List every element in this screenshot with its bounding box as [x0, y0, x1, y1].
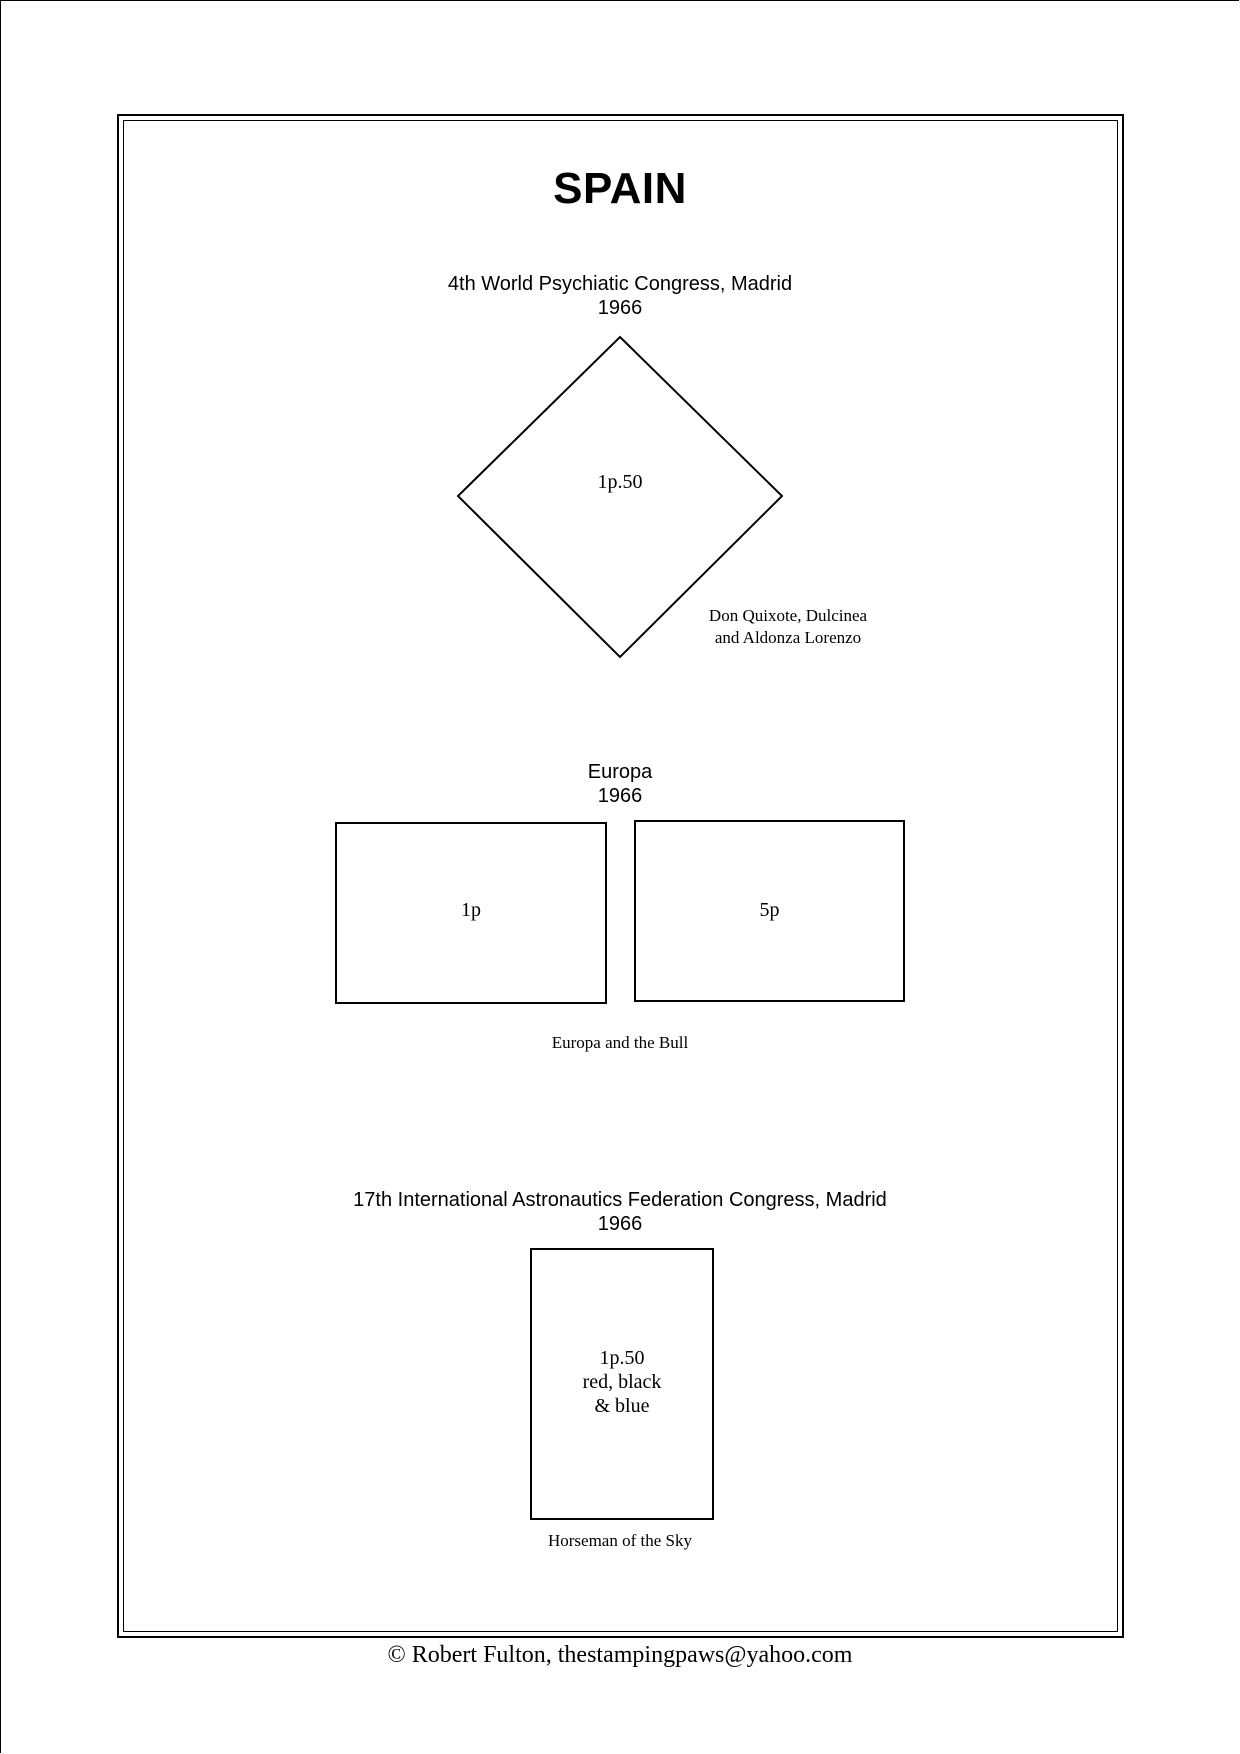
- copyright-footer: © Robert Fulton, thestampingpaws@yahoo.c…: [387, 1642, 853, 1668]
- set-1-caption-line-2: and Aldonza Lorenzo: [714, 628, 862, 647]
- set-1-caption: Don Quixote, Dulcinea and Aldonza Lorenz…: [658, 605, 918, 649]
- stamp-box-1p: 1p: [335, 822, 607, 1004]
- album-frame-outer: [117, 114, 1124, 1638]
- set-3-title: 17th International Astronautics Federati…: [353, 1189, 887, 1211]
- set-3-year: 1966: [597, 1213, 643, 1235]
- country-title: SPAIN: [553, 164, 687, 213]
- set-3-caption: Horseman of the Sky: [547, 1531, 692, 1550]
- stamp-text-block: 1p.50 red, black & blue: [532, 1346, 712, 1418]
- set-2-caption: Europa and the Bull: [551, 1033, 689, 1052]
- stamp-value-1p50-vertical: 1p.50: [599, 1347, 645, 1369]
- stamp-value-1p50-diamond: 1p.50: [597, 471, 643, 493]
- set-2-title: Europa: [587, 761, 653, 783]
- stamp-box-1p50-vertical: 1p.50 red, black & blue: [530, 1248, 714, 1520]
- stamp-box-5p: 5p: [634, 820, 905, 1002]
- album-frame-inner: [123, 120, 1118, 1632]
- stamp-diamond-1p50: [456, 335, 784, 659]
- set-1-title: 4th World Psychiatic Congress, Madrid: [447, 273, 793, 295]
- set-1-year: 1966: [597, 297, 643, 319]
- set-1-caption-line-1: Don Quixote, Dulcinea: [708, 606, 868, 625]
- stamp-colors-line-2: & blue: [594, 1395, 650, 1417]
- diamond-stamp-outline: [456, 335, 784, 659]
- stamp-colors-line-1: red, black: [582, 1371, 662, 1393]
- stamp-value-1p: 1p: [461, 899, 481, 921]
- set-2-year: 1966: [597, 785, 643, 807]
- stamp-value-5p: 5p: [759, 899, 780, 921]
